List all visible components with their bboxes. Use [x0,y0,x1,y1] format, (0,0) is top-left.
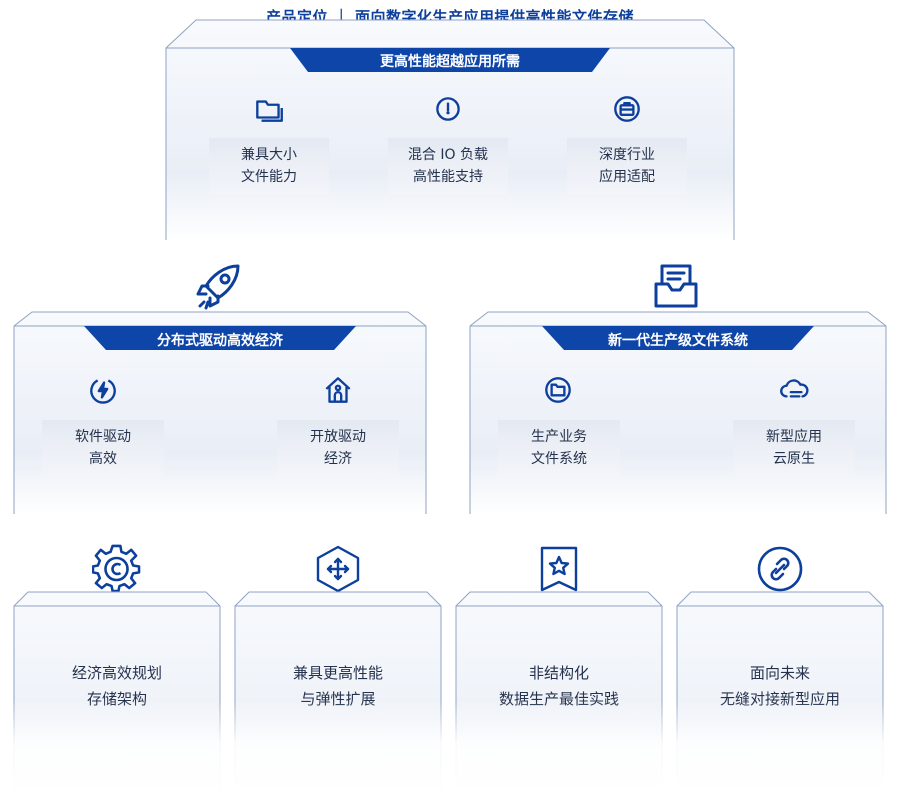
feature-line1: 深度行业 [599,147,655,163]
cloud-icon [777,373,811,407]
top-banner-text: 更高性能超越应用所需 [380,54,520,70]
inbox-icon [650,260,702,312]
rocket-icon [194,258,246,310]
feature-line1: 生产业务 [531,429,587,445]
briefcase-icon [610,92,644,126]
feature-card: 深度行业 应用适配 [567,138,687,194]
home-icon [321,373,355,407]
bottom-fade-overlay [0,700,900,796]
star-bookmark-icon [534,544,584,594]
right-banner-shape [542,326,814,350]
top-panel: 更高性能超越应用所需 兼具大小 文件能力 混合 IO 负载 高性能支持 深度行业… [160,14,740,240]
feature-card: 开放驱动 经济 [277,420,399,476]
left-panel: 分布式驱动高效经济 软件驱动 高效 开放驱动 经济 [10,308,430,514]
left-banner-text: 分布式驱动高效经济 [157,333,283,349]
card-line1: 兼具更高性能 [292,664,383,682]
card-line1: 经济高效规划 [71,664,162,682]
right-banner-text: 新一代生产级文件系统 [608,333,748,349]
feature-card: 生产业务 文件系统 [498,420,620,476]
top-banner-shape [290,48,610,72]
feature-card: 新型应用 云原生 [733,420,855,476]
feature-line2: 云原生 [773,451,815,467]
feature-line2: 应用适配 [599,169,655,185]
right-panel: 新一代生产级文件系统 生产业务 文件系统 新型应用 云原生 [466,308,890,514]
feature-line1: 软件驱动 [75,429,131,445]
feature-line1: 开放驱动 [310,429,366,445]
folder-icon [541,373,575,407]
feature-line2: 文件系统 [531,451,587,467]
feature-line2: 高性能支持 [413,169,483,185]
feature-line1: 混合 IO 负载 [407,147,489,163]
lightning-icon [86,373,120,407]
feature-card: 兼具大小 文件能力 [209,138,329,194]
card-line1: 非结构化 [528,664,589,682]
feature-line2: 经济 [324,451,352,467]
feature-card: 软件驱动 高效 [42,420,164,476]
expand-arrows-icon [313,544,363,594]
gauge-icon [431,92,465,126]
gear-copyright-icon [92,544,142,594]
feature-card: 混合 IO 负载 高性能支持 [388,138,508,194]
card-line1: 面向未来 [749,664,810,682]
folders-icon [252,92,286,126]
left-banner-shape [84,326,356,350]
feature-line1: 兼具大小 [241,147,297,163]
top-panel-shape [165,19,735,240]
link-icon [755,544,805,594]
feature-line2: 文件能力 [241,169,297,185]
feature-line1: 新型应用 [766,429,822,445]
feature-line2: 高效 [89,451,117,467]
